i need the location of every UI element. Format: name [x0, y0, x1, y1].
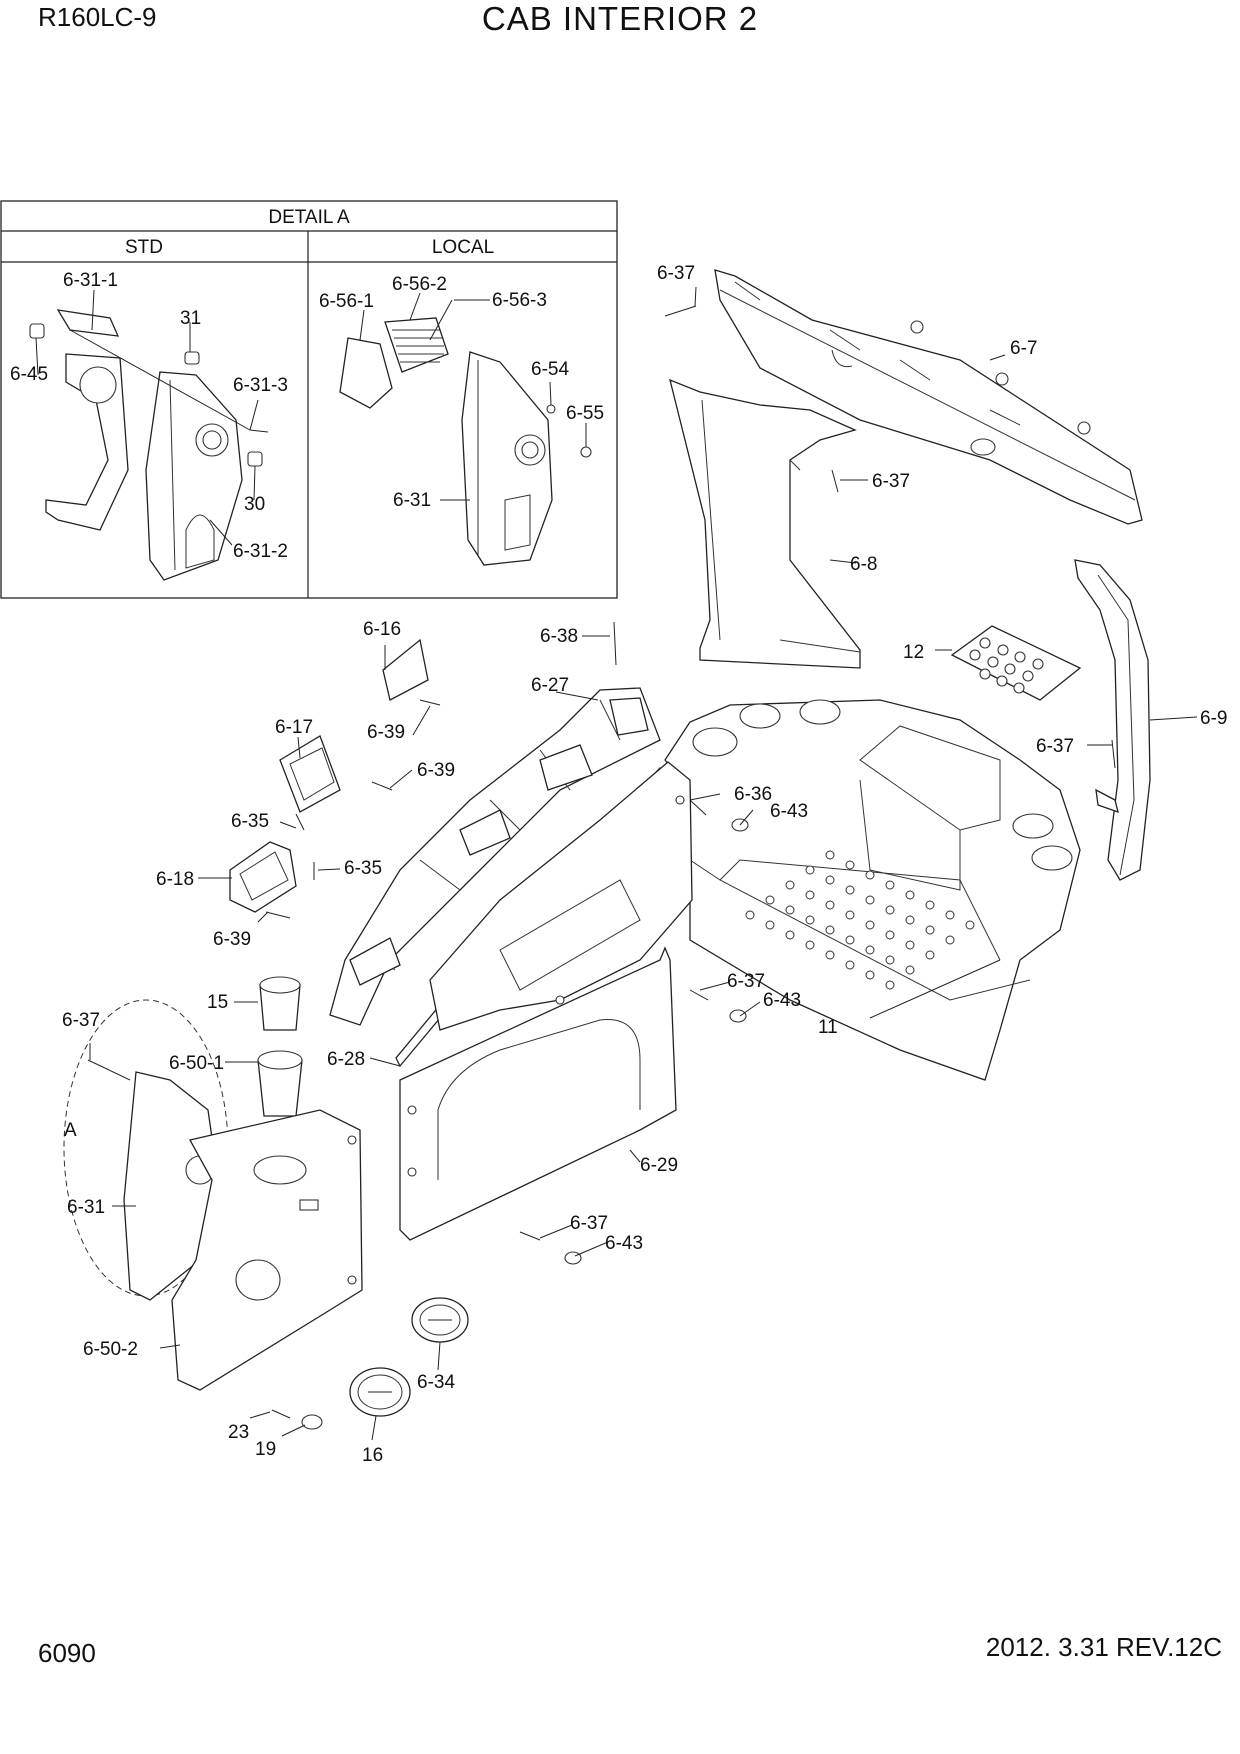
label-6-16: 6-16 — [363, 619, 401, 640]
label-callout-a: A — [64, 1120, 77, 1141]
label-6-9: 6-9 — [1200, 708, 1227, 729]
label-11: 11 — [818, 1017, 838, 1038]
std-pillar-drawing — [29, 309, 269, 581]
label-6-31-3: 6-31-3 — [233, 375, 288, 396]
part-6-27-console — [329, 621, 661, 1026]
label-6-35-a: 6-35 — [231, 811, 269, 832]
knobs-6-34-16 — [349, 1297, 469, 1417]
label-6-50-1: 6-50-1 — [169, 1053, 224, 1074]
label-30: 30 — [244, 494, 265, 515]
model-number: R160LC-9 — [38, 2, 157, 32]
label-6-31-1: 6-31-1 — [63, 270, 118, 291]
label-23: 23 — [228, 1422, 249, 1443]
label-6-17: 6-17 — [275, 717, 313, 738]
label-6-31-local: 6-31 — [393, 490, 431, 511]
label-6-50-2: 6-50-2 — [83, 1339, 138, 1360]
label-6-37-c: 6-37 — [62, 1010, 100, 1031]
label-6-31-lower: 6-31 — [67, 1197, 105, 1218]
label-6-45: 6-45 — [10, 364, 48, 385]
label-6-43-a: 6-43 — [770, 801, 808, 822]
part-6-9-pillar — [1074, 559, 1151, 881]
label-6-56-1: 6-56-1 — [319, 291, 374, 312]
revision-date: 2012. 3.31 REV.12C — [985, 1632, 1222, 1662]
label-6-31-2: 6-31-2 — [233, 541, 288, 562]
leader-lines — [35, 286, 1198, 1441]
label-31: 31 — [180, 308, 201, 329]
label-6-39-b: 6-39 — [417, 760, 455, 781]
page-number: 6090 — [38, 1638, 96, 1668]
label-6-34: 6-34 — [417, 1372, 455, 1393]
label-6-56-3: 6-56-3 — [492, 290, 547, 311]
label-6-37-d: 6-37 — [570, 1213, 608, 1234]
detail-title: DETAIL A — [268, 207, 350, 228]
brackets-6-16-6-17-6-18 — [229, 638, 441, 919]
part-11-floor-panel — [664, 699, 1081, 1081]
label-6-55: 6-55 — [566, 403, 604, 424]
label-6-43-c: 6-43 — [605, 1233, 643, 1254]
part-6-7-rail — [664, 269, 1143, 525]
part-labels: 6-31-1 31 6-45 6-31-3 30 6-31-2 6-56-1 6… — [10, 263, 1227, 1466]
label-15: 15 — [207, 992, 228, 1013]
cups-15-6-50-1 — [257, 976, 303, 1117]
detail-a-table: DETAIL A STD LOCAL — [0, 200, 618, 599]
label-6-28: 6-28 — [327, 1049, 365, 1070]
part-6-8-pillar — [669, 378, 861, 669]
label-6-39-a: 6-39 — [367, 722, 405, 743]
page-title: CAB INTERIOR 2 — [481, 0, 759, 37]
label-6-8: 6-8 — [850, 554, 877, 575]
column-local: LOCAL — [432, 237, 494, 258]
label-6-43-b: 6-43 — [763, 990, 801, 1011]
label-6-37-right: 6-37 — [1036, 736, 1074, 757]
label-6-37-pillar: 6-37 — [872, 471, 910, 492]
label-6-7: 6-7 — [1010, 338, 1037, 359]
floor-grid — [745, 850, 975, 990]
label-6-54: 6-54 — [531, 359, 569, 380]
label-6-36: 6-36 — [734, 784, 772, 805]
label-12: 12 — [903, 642, 924, 663]
label-6-27: 6-27 — [531, 675, 569, 696]
label-6-18: 6-18 — [156, 869, 194, 890]
label-6-37-top: 6-37 — [657, 263, 695, 284]
local-pillar-drawing — [339, 299, 592, 566]
label-6-38: 6-38 — [540, 626, 578, 647]
label-16: 16 — [362, 1445, 383, 1466]
label-6-29: 6-29 — [640, 1155, 678, 1176]
fasteners — [519, 799, 749, 1265]
column-std: STD — [125, 237, 163, 258]
label-6-39-c: 6-39 — [213, 929, 251, 950]
part-6-29-panel — [399, 946, 677, 1241]
part-6-36-panel — [429, 761, 693, 1031]
part-12-mat — [950, 625, 1082, 701]
label-19: 19 — [255, 1439, 276, 1460]
label-6-37-b: 6-37 — [727, 971, 765, 992]
label-6-35-b: 6-35 — [344, 858, 382, 879]
part-6-50-2-console — [63, 999, 363, 1430]
label-6-56-2: 6-56-2 — [392, 274, 447, 295]
